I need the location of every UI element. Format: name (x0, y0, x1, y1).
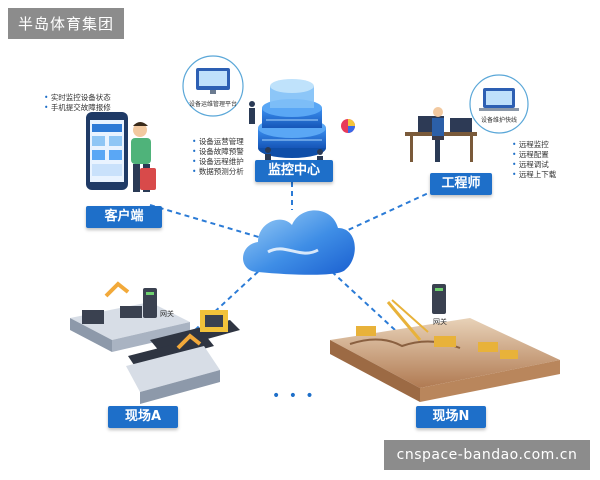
customer-feature: 手机提交故障报修 (44, 103, 111, 113)
center-bubble-label: 设备运维管理平台 (189, 100, 237, 108)
engineer-feature: 远程调试 (512, 160, 556, 170)
cloud-icon (243, 210, 355, 274)
line-customer-cloud (150, 205, 262, 238)
site-n-gateway-label: 网关 (433, 317, 447, 326)
line-engineer-cloud (335, 190, 435, 236)
mining-site-icon (330, 300, 560, 402)
mobile-phone-icon (86, 112, 128, 190)
engineer-feature: 远程配置 (512, 150, 556, 160)
center-feature: 设备远程维护 (192, 157, 244, 167)
customer-person-icon (131, 122, 156, 192)
customer-feature-list: 实时监控设备状态 手机提交故障报修 (44, 93, 111, 113)
engineer-desk-icon (405, 107, 477, 162)
monitoring-center-tag: 监控中心 (255, 160, 333, 182)
customer-feature: 实时监控设备状态 (44, 93, 111, 103)
engineer-bubble: 设备维护快线 (470, 75, 528, 133)
site-n-gateway-icon: 网关 (432, 284, 447, 326)
customer-tag: 客户端 (86, 206, 162, 228)
center-platform-bubble: 设备运维管理平台 (183, 56, 243, 116)
center-feature: 数据预测分析 (192, 167, 244, 177)
site-a-gateway-label: 网关 (160, 309, 174, 318)
center-feature-list: 设备运营管理 设备故障预警 设备远程维护 数据预测分析 (192, 137, 244, 177)
line-siten-cloud (330, 270, 395, 330)
site-n-tag: 现场N (416, 406, 486, 428)
watermark-top-left: 半岛体育集团 (8, 8, 124, 39)
engineer-bubble-label: 设备维护快线 (481, 116, 517, 124)
engineer-feature: 远程上下载 (512, 170, 556, 180)
center-feature: 设备故障预警 (192, 147, 244, 157)
pie-chart-icon (341, 119, 355, 133)
center-feature: 设备运营管理 (192, 137, 244, 147)
more-sites-ellipsis: • • • (272, 388, 316, 404)
engineer-feature-list: 远程监控 远程配置 远程调试 远程上下载 (512, 140, 556, 180)
site-a-tag: 现场A (108, 406, 178, 428)
server-stack-icon (258, 79, 326, 158)
watermark-bottom-right: cnspace-bandao.com.cn (384, 440, 590, 470)
engineer-tag: 工程师 (430, 173, 492, 195)
engineer-feature: 远程监控 (512, 140, 556, 150)
